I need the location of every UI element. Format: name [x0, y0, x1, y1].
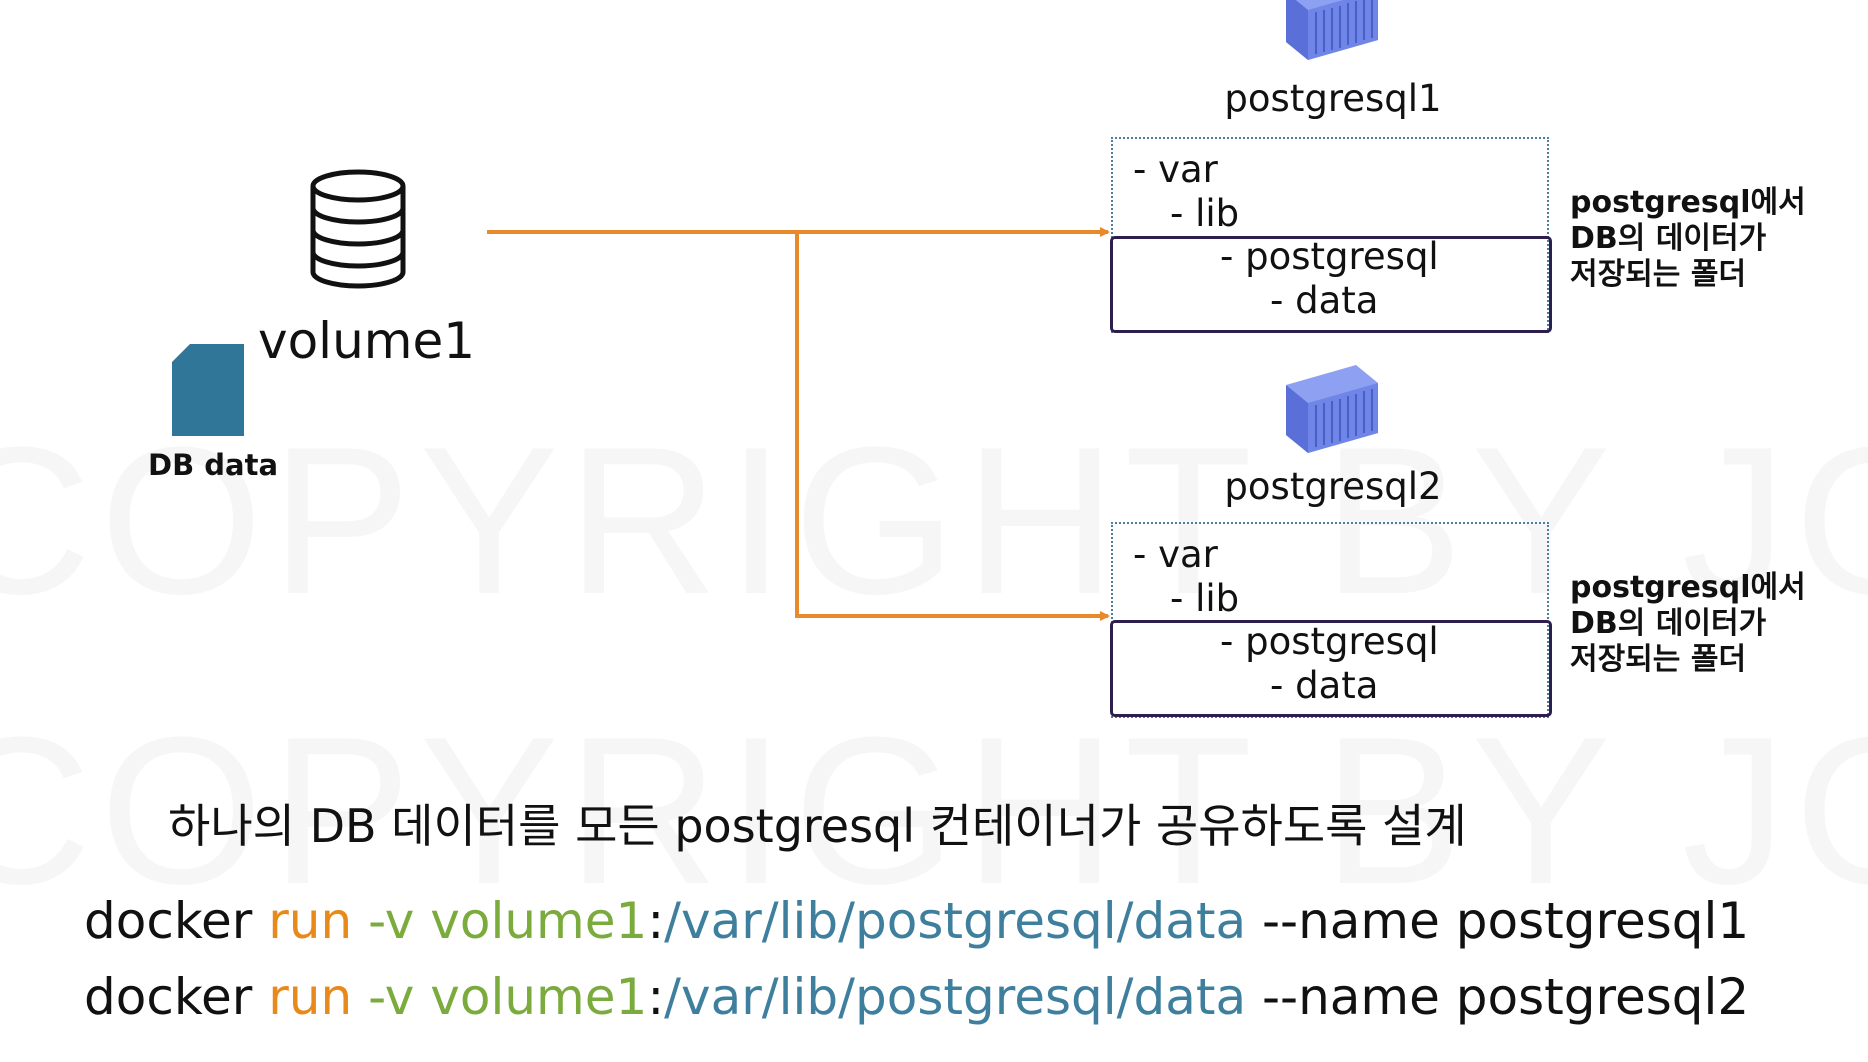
cmd-name-arg: --name postgresql2 [1246, 968, 1750, 1026]
volume-label: volume1 [258, 312, 476, 370]
mounted-data-folder-box [1110, 620, 1552, 717]
path-postgresql: - postgresql [1220, 620, 1439, 663]
cmd-volume: volume1 [430, 968, 648, 1026]
path-lib: - lib [1170, 577, 1240, 620]
path-lib: - lib [1170, 192, 1240, 235]
container-name-postgresql1: postgresql1 [1224, 77, 1442, 120]
file-icon [172, 344, 244, 440]
docker-command-2: docker run -v volume1:/var/lib/postgresq… [84, 968, 1749, 1026]
path-data: - data [1270, 279, 1379, 322]
cmd-docker: docker [84, 968, 253, 1026]
arrow-to-postgresql2 [795, 232, 1110, 621]
path-var: - var [1133, 533, 1218, 576]
note-line: DB의 데이터가 [1570, 221, 1767, 256]
mounted-data-folder-box [1110, 236, 1552, 333]
cmd-volume: volume1 [430, 892, 648, 950]
path-data: - data [1270, 664, 1379, 707]
cmd-flag: -v [368, 968, 415, 1026]
cmd-docker: docker [84, 892, 253, 950]
cmd-path: /var/lib/postgresql/data [664, 968, 1247, 1026]
cmd-path: /var/lib/postgresql/data [664, 892, 1247, 950]
note-line: 저장되는 폴더 [1570, 642, 1747, 677]
db-data-label: DB data [148, 448, 279, 482]
container-icon [1276, 355, 1388, 455]
cmd-run: run [268, 892, 353, 950]
database-icon [308, 168, 408, 294]
note-line: DB의 데이터가 [1570, 606, 1767, 641]
note-line: postgresql에서 [1570, 185, 1806, 220]
cmd-colon: : [647, 892, 665, 950]
container-name-postgresql2: postgresql2 [1224, 465, 1442, 508]
path-postgresql: - postgresql [1220, 235, 1439, 278]
note-line: postgresql에서 [1570, 570, 1806, 605]
path-var: - var [1133, 148, 1218, 191]
cmd-colon: : [647, 968, 665, 1026]
container-icon [1276, 0, 1388, 62]
folder-note: postgresql에서 DB의 데이터가 저장되는 폴더 [1570, 185, 1810, 293]
docker-command-1: docker run -v volume1:/var/lib/postgresq… [84, 892, 1749, 950]
cmd-flag: -v [368, 892, 415, 950]
folder-note: postgresql에서 DB의 데이터가 저장되는 폴더 [1570, 570, 1810, 678]
cmd-run: run [268, 968, 353, 1026]
cmd-name-arg: --name postgresql1 [1246, 892, 1750, 950]
diagram-caption: 하나의 DB 데이터를 모든 postgresql 컨테이너가 공유하도록 설계 [168, 799, 1467, 853]
note-line: 저장되는 폴더 [1570, 257, 1747, 292]
